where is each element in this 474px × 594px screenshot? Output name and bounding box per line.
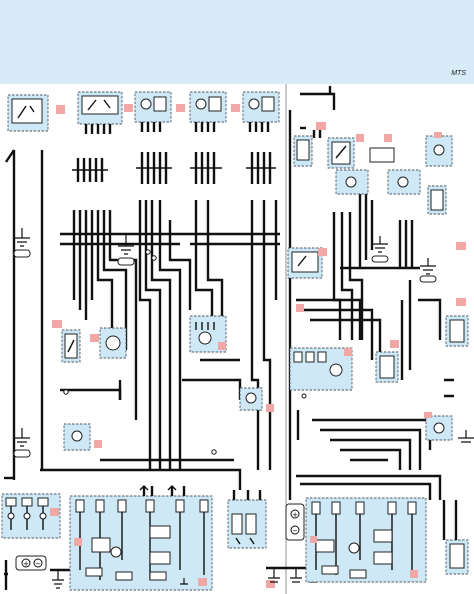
left-harness	[4, 149, 280, 490]
negative-terminal-label-right: −	[292, 527, 298, 535]
bottom-left-fuse-block	[1, 493, 61, 539]
positive-terminal-label-right: +	[292, 511, 298, 519]
ground-symbol-right-1	[371, 236, 389, 263]
ref-tag	[56, 105, 65, 114]
right-switch-3	[445, 315, 469, 347]
right-sensor-small	[424, 412, 453, 441]
battery-symbol-left: + −	[4, 555, 47, 590]
motor-unit-2	[189, 91, 240, 123]
motor-unit-1	[134, 91, 185, 123]
connector-block-1	[77, 91, 133, 125]
motor-unit-3	[242, 91, 280, 123]
negative-terminal-label: −	[35, 560, 41, 568]
main-control-module-right	[305, 497, 427, 583]
connector-combs	[72, 152, 276, 184]
top-left-relay	[7, 94, 65, 132]
right-top-switch-1	[293, 122, 326, 167]
sensor-small-left	[63, 423, 102, 451]
header-band: MTS	[0, 0, 474, 84]
ground-symbol-left-3	[13, 428, 31, 458]
ground-symbol-right-2	[419, 258, 437, 283]
right-top-sensor	[425, 132, 453, 167]
right-top-connector	[369, 134, 395, 163]
right-relay-mid	[287, 247, 327, 279]
right-top-relay	[327, 134, 364, 169]
battery-symbol-right: + −	[285, 503, 305, 541]
right-sensor-module-2	[335, 169, 369, 195]
indicator-module-left	[227, 490, 275, 588]
right-tags-mid	[296, 242, 466, 348]
page-code: MTS	[451, 70, 466, 77]
wiring-diagram: + −	[1, 84, 474, 594]
right-sensor-module-3	[387, 169, 421, 195]
switch-component-left	[52, 320, 81, 363]
right-switch-4	[375, 351, 399, 383]
ground-symbol-right-3	[458, 430, 474, 443]
pin-stubs-top	[84, 122, 270, 134]
sensor-small-center	[239, 387, 274, 412]
right-control-module-mid	[289, 347, 353, 391]
sensor-module-center	[189, 315, 227, 353]
ground-symbol-left-1	[13, 228, 31, 258]
motor-component-left	[90, 327, 127, 359]
right-switch-2	[427, 185, 447, 215]
positive-terminal-label: +	[23, 560, 29, 568]
main-control-module-left	[69, 485, 213, 591]
ground-symbol-left-2	[117, 234, 135, 266]
right-bottom-switch	[442, 500, 469, 575]
